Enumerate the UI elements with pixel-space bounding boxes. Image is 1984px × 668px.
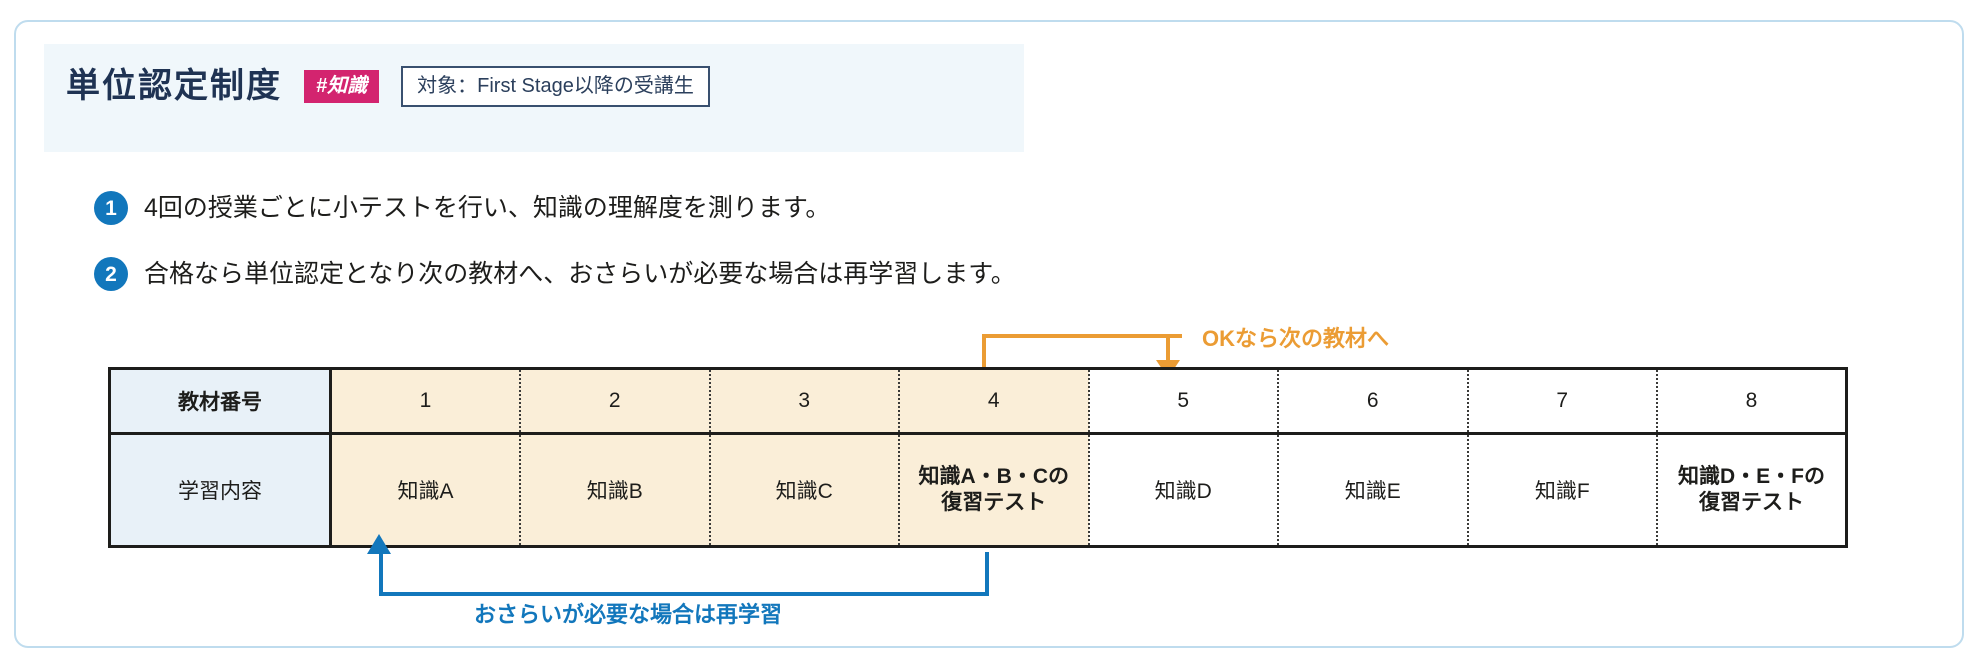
row-label-learning-content: 学習内容 — [109, 433, 332, 547]
cell-number-5: 5 — [1088, 368, 1279, 434]
cell-content-5: 知識D — [1088, 433, 1279, 547]
cell-content-2: 知識B — [520, 433, 711, 547]
info-card: 単位認定制度 #知識 対象：First Stage以降の受講生 1 4回の授業ご… — [14, 20, 1964, 648]
cell-content-1: 知識A — [330, 433, 521, 547]
cell-number-1: 1 — [330, 368, 521, 434]
bullet-text: 4回の授業ごとに小テストを行い、知識の理解度を測ります。 — [144, 193, 831, 222]
status-badge: #知識 — [304, 69, 380, 103]
list-item: 2 合格なら単位認定となり次の教材へ、おさらいが必要な場合は再学習します。 — [94, 248, 1794, 300]
cell-number-8: 8 — [1657, 368, 1847, 434]
row-label-material-number: 教材番号 — [109, 368, 332, 434]
cell-number-7: 7 — [1467, 368, 1658, 434]
review-annotation-label: おさらいが必要な場合は再学習 — [474, 602, 783, 627]
cell-number-4: 4 — [899, 368, 1090, 434]
review-path-line — [379, 552, 989, 596]
bullet-list: 1 4回の授業ごとに小テストを行い、知識の理解度を測ります。 2 合格なら単位認… — [94, 182, 1794, 314]
cell-content-7: 知識F — [1467, 433, 1658, 547]
cell-content-6: 知識E — [1278, 433, 1469, 547]
review-arrow-icon — [367, 534, 391, 554]
bullet-text: 合格なら単位認定となり次の教材へ、おさらいが必要な場合は再学習します。 — [144, 259, 1016, 288]
ok-bracket-line — [982, 334, 1182, 370]
cell-number-6: 6 — [1278, 368, 1469, 434]
header-inner: 単位認定制度 #知識 対象：First Stage以降の受講生 — [66, 62, 710, 110]
ok-annotation-label: OKなら次の教材へ — [1202, 326, 1390, 351]
materials-table: 教材番号 1 2 3 4 5 6 7 8 学習内容 知識A 知識B 知識C 知識… — [108, 367, 1848, 548]
cell-number-2: 2 — [520, 368, 711, 434]
target-audience-box: 対象：First Stage以降の受講生 — [401, 65, 710, 107]
page-title: 単位認定制度 — [66, 67, 282, 105]
bullet-number-icon: 2 — [94, 257, 128, 291]
table-row-numbers: 教材番号 1 2 3 4 5 6 7 8 — [109, 368, 1847, 434]
cell-content-3: 知識C — [709, 433, 900, 547]
cell-content-4: 知識A・B・Cの復習テスト — [899, 433, 1090, 547]
ok-arrow-stem — [1166, 338, 1170, 364]
table-row-contents: 学習内容 知識A 知識B 知識C 知識A・B・Cの復習テスト 知識D 知識E 知… — [109, 433, 1847, 547]
cell-content-8: 知識D・E・Fの復習テスト — [1657, 433, 1847, 547]
list-item: 1 4回の授業ごとに小テストを行い、知識の理解度を測ります。 — [94, 182, 1794, 234]
bullet-number-icon: 1 — [94, 191, 128, 225]
cell-number-3: 3 — [709, 368, 900, 434]
